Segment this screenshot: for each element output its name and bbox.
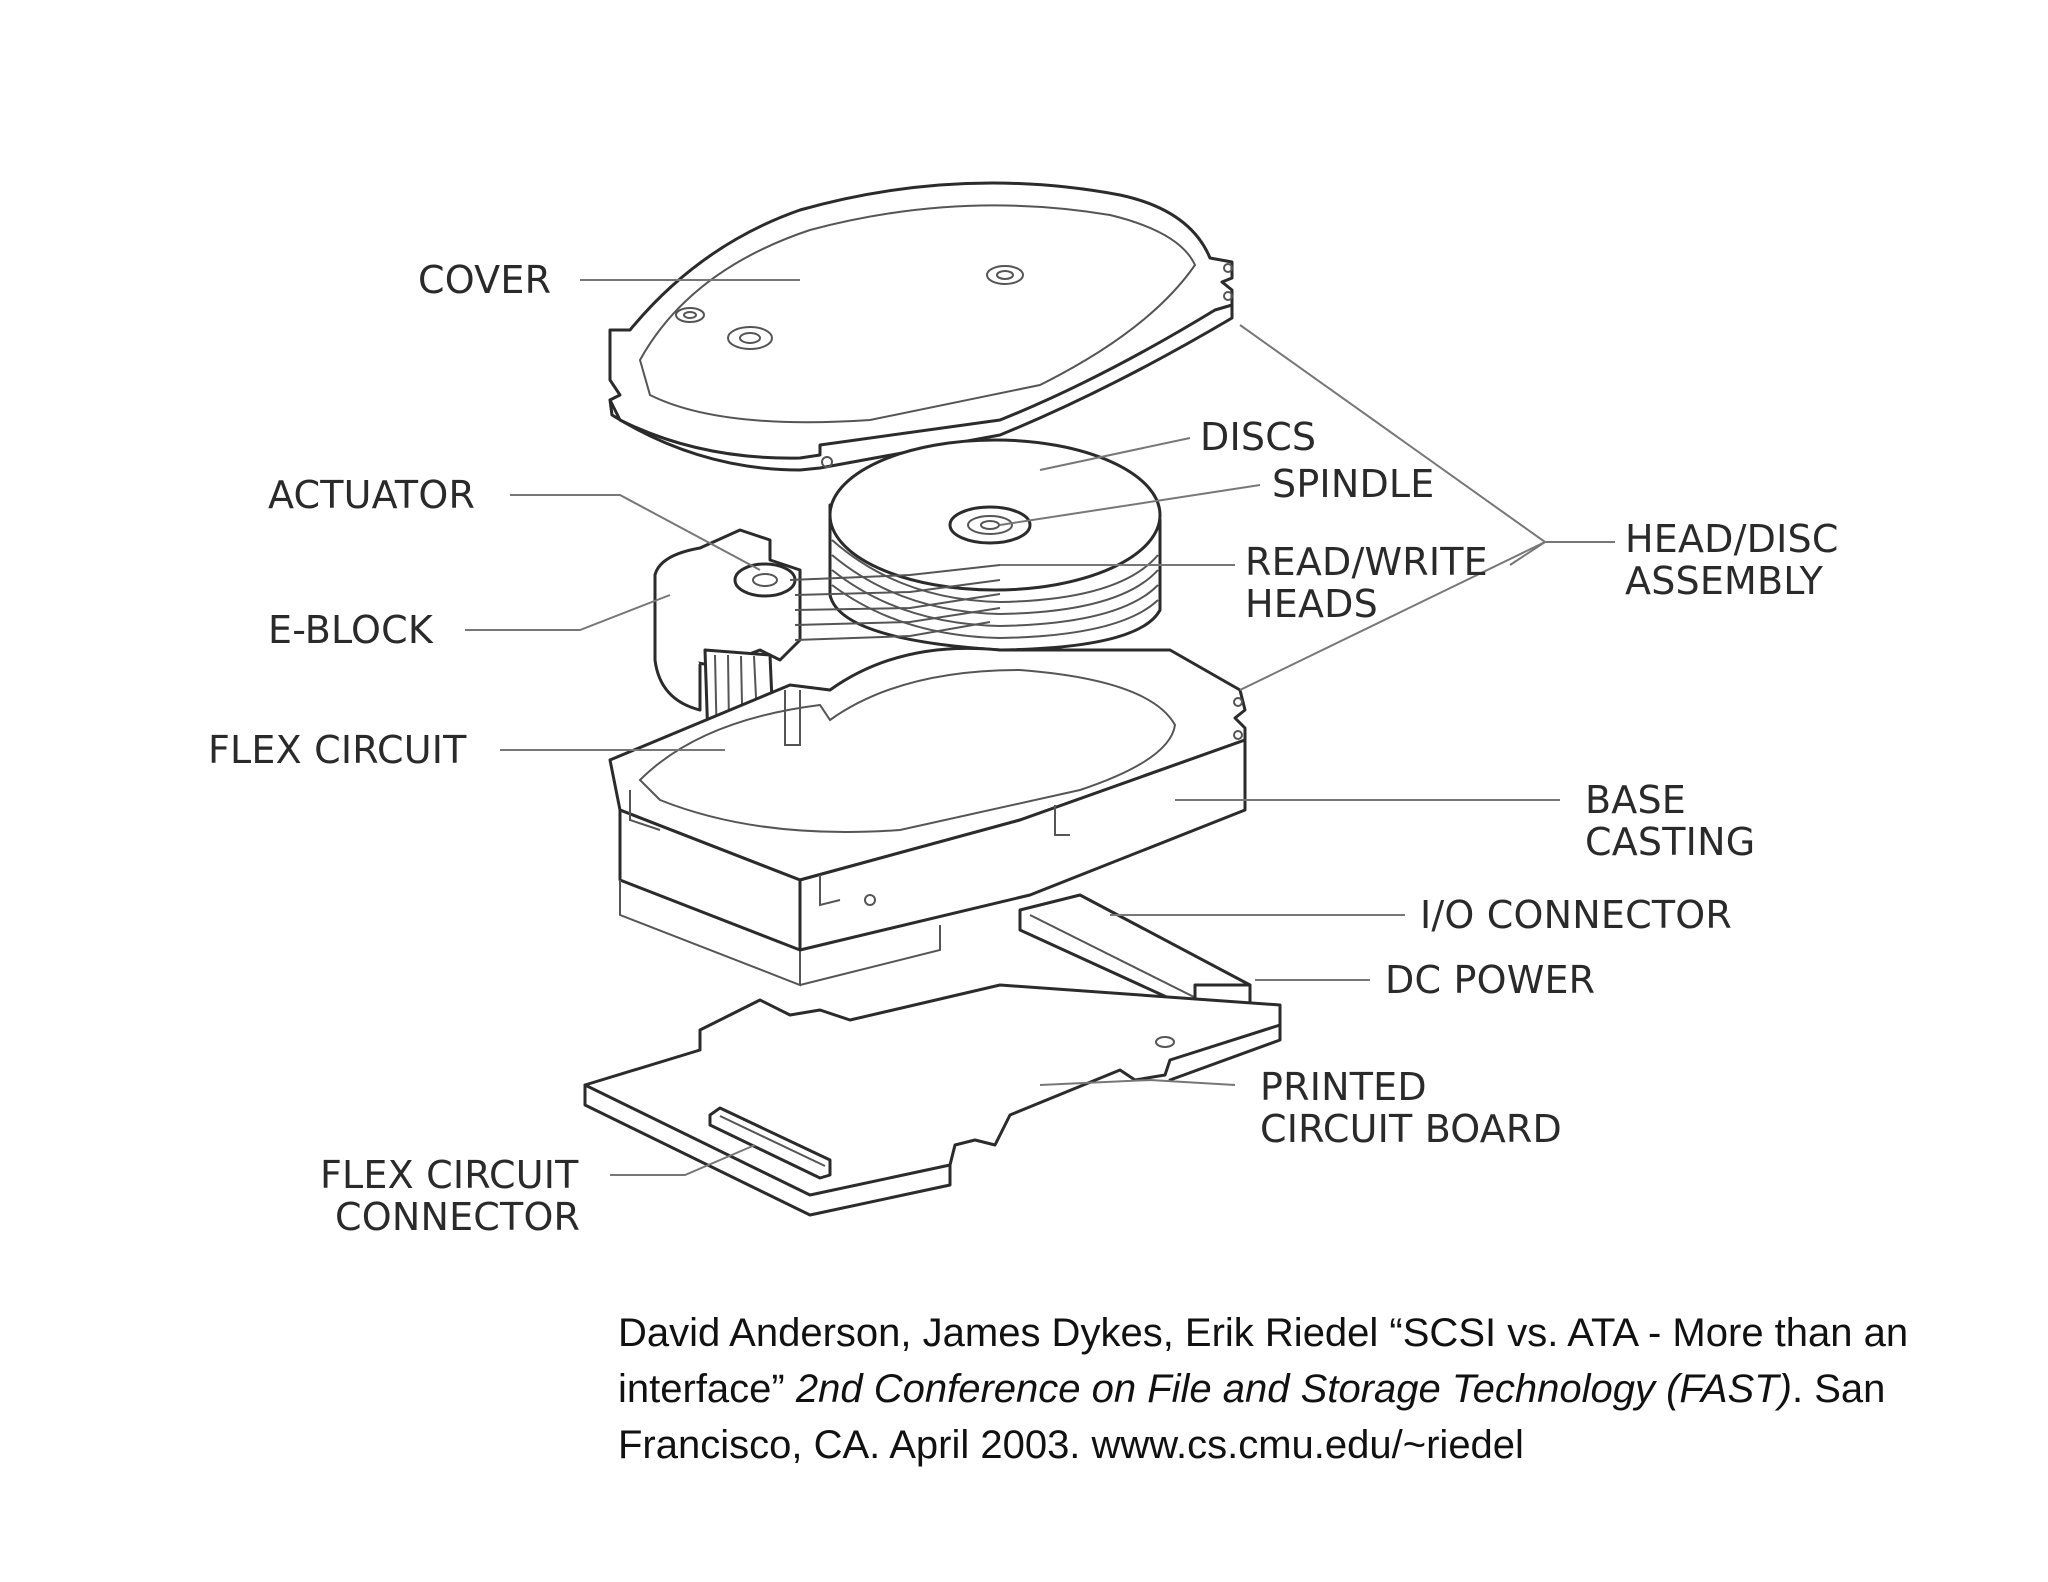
label-actuator: ACTUATOR [268,473,475,517]
label-flex-circuit: FLEX CIRCUIT [208,728,467,772]
citation-authors-title: David Anderson, James Dykes, Erik Riedel… [618,1311,1909,1411]
label-pcb-line1: PRINTED [1260,1065,1427,1109]
cover-part [608,181,1234,472]
leader-pcb [1039,1078,1236,1086]
labels: COVER DISCS SPINDLE ACTUATOR READ/WRITE … [208,258,1839,1239]
leader-actuator [510,494,761,571]
label-head-disc-line2: ASSEMBLY [1625,559,1824,603]
printed-circuit-board-part [583,983,1282,1217]
base-casting-part [608,646,1247,987]
label-cover: COVER [418,258,551,302]
leader-spindle [999,484,1261,526]
label-base-casting-line2: CASTING [1585,820,1755,864]
label-spindle: SPINDLE [1272,462,1435,506]
actuator-part [653,528,1001,712]
citation: David Anderson, James Dykes, Erik Riedel… [618,1305,2018,1473]
leader-lines [465,279,1615,1176]
citation-venue: 2nd Conference on File and Storage Techn… [795,1367,1792,1411]
label-e-block: E-BLOCK [268,608,434,652]
label-discs: DISCS [1200,415,1316,459]
citation-location-url: . San Francisco, CA. April 2003. www.cs.… [618,1367,1886,1467]
label-read-write-line2: HEADS [1245,582,1378,626]
label-head-disc-line1: HEAD/DISC [1625,517,1839,561]
leader-discs [1039,437,1191,471]
label-flex-connector-line1: FLEX CIRCUIT [320,1153,579,1197]
label-pcb-line2: CIRCUIT BOARD [1260,1107,1562,1151]
label-dc-power: DC POWER [1385,958,1595,1002]
label-flex-connector-line2: CONNECTOR [335,1195,580,1239]
discs-part [828,438,1162,652]
leader-flex-connector [610,1144,756,1176]
leader-e-block [465,594,671,631]
label-io-connector: I/O CONNECTOR [1420,893,1732,937]
leader-head-disc-lower [1239,541,1546,691]
label-read-write-line1: READ/WRITE [1245,540,1488,584]
label-base-casting-line1: BASE [1585,778,1686,822]
